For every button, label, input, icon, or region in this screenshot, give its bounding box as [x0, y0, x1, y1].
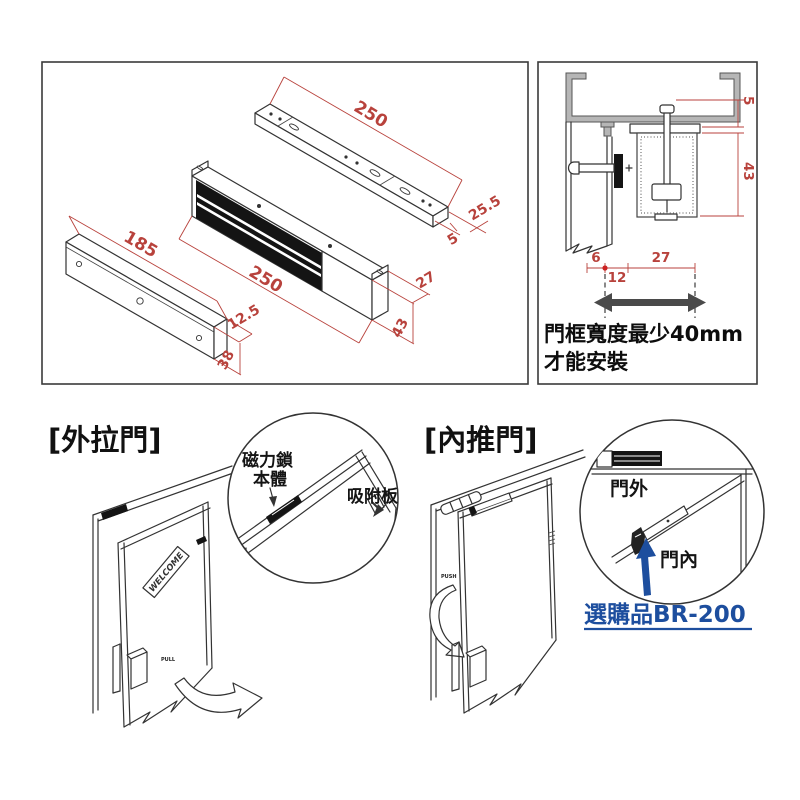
pull-label: PULL: [161, 657, 176, 663]
lock-on-door-top: [468, 492, 513, 517]
pull-direction-arrow: [174, 677, 263, 719]
push-direction-arrow: [429, 584, 465, 658]
lock-body-label-line1: 磁力鎖: [242, 450, 294, 471]
br200-arrow: [636, 538, 656, 596]
lock-body-label-line2: 本體: [253, 469, 287, 490]
door-leaf-section: [565, 121, 613, 254]
lock-on-frame: [101, 504, 128, 520]
push-door-section: [內推門]: [424, 419, 765, 714]
plate-label: 吸附板: [347, 486, 399, 507]
min-width-note-line2: 才能安裝: [544, 350, 629, 374]
inside-label: 門內: [660, 549, 698, 571]
section-lock-body: [629, 104, 701, 221]
lock-body-drawing: 250 27 43: [178, 160, 438, 345]
push-door-handle: [451, 641, 487, 692]
cross-section-panel: 5 43 6 12 27 門框寬度最少40mm 才能安裝: [537, 61, 758, 385]
reference-point: [602, 265, 608, 271]
dim-section-depth: 27: [652, 250, 671, 266]
section-through-bolt: [567, 161, 633, 175]
welcome-sign: WELCOME: [142, 545, 190, 599]
mount-bolt-head: [659, 104, 675, 114]
pull-door-detail-callout: 磁力鎖 本體 吸附板: [227, 412, 399, 584]
outside-label: 門外: [610, 477, 648, 500]
section-armature-plate: [614, 154, 623, 188]
push-door-title: [內推門]: [424, 423, 538, 457]
dim-section-gap: 5: [740, 96, 756, 105]
section-dimensions: 5 43 6 12 27: [586, 96, 756, 286]
mount-bolt-nut: [651, 183, 682, 201]
door-break-line: [565, 243, 613, 254]
dim-section-height: 43: [740, 162, 756, 181]
detail-circle-left: [227, 412, 399, 584]
push-door-detail-callout: 門外 門內 選購品BR-200: [579, 419, 765, 631]
frame-stop: [600, 121, 615, 128]
dim-section-offset-b: 12: [608, 270, 627, 286]
pull-door-handle: [112, 643, 148, 694]
pull-door-section: [外拉門] WELCOME: [48, 412, 399, 728]
detail-circle-right: [579, 419, 765, 605]
mount-bolt-shaft: [663, 111, 671, 187]
lock-magnet-face: [196, 180, 322, 291]
door-hinge: [440, 491, 482, 515]
svg-text:WELCOME: WELCOME: [147, 551, 186, 595]
pull-door-frame: [92, 465, 237, 714]
detail-lock-bar: [612, 451, 662, 466]
detail-lock-body: [266, 495, 302, 524]
plate-on-door-top: [196, 536, 207, 545]
lock-label-arrow: [269, 496, 277, 507]
exploded-view-panel: 250 5 25.5 250: [41, 61, 529, 385]
detail-armature-plate: [642, 505, 689, 541]
bolt-head: [567, 161, 580, 175]
min-width-arrow: [594, 293, 706, 312]
mounting-bracket-drawing: 250 5 25.5: [254, 76, 504, 249]
detail-bracket-end: [596, 450, 613, 468]
accessory-label: 選購品BR-200: [584, 602, 746, 628]
strike-detail: [548, 530, 556, 546]
door-frame-channel: [565, 72, 741, 123]
door-break-edge: [463, 639, 557, 714]
plate-label-arrow: [373, 504, 384, 517]
pull-door-title: [外拉門]: [48, 423, 162, 457]
push-door-leaf: PUSH: [429, 477, 557, 714]
push-label: PUSH: [441, 574, 457, 580]
door-break-edge: [123, 667, 213, 728]
dim-section-offset-a: 6: [591, 250, 600, 266]
magnet-contact-face: [654, 213, 678, 221]
min-width-note-line1: 門框寬度最少40mm: [544, 322, 743, 346]
